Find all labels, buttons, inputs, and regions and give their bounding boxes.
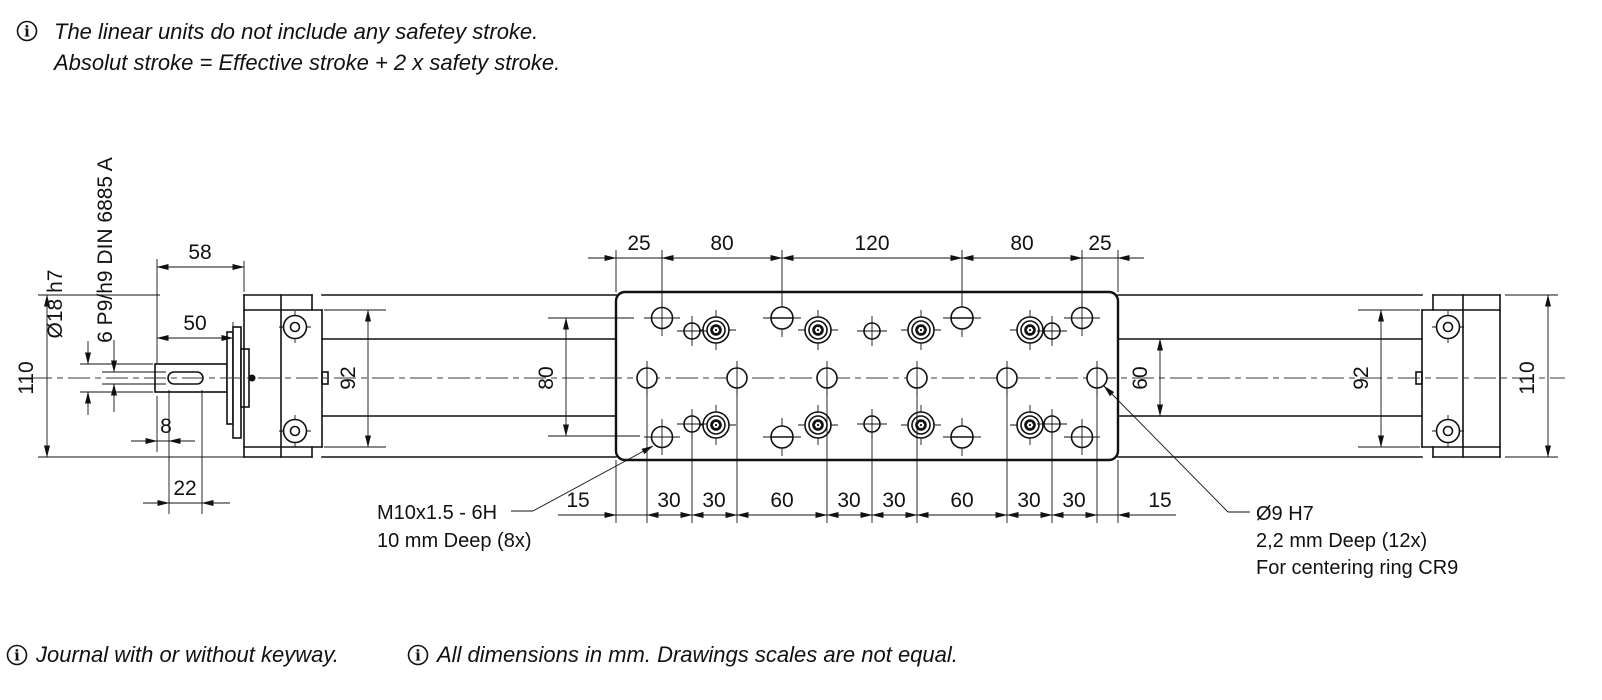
callout-centering: Ø9 H7 2,2 mm Deep (12x) For centering ri… bbox=[1103, 385, 1458, 579]
dim-bot-30-1: 30 bbox=[657, 489, 680, 512]
dim-shaft-diameter: Ø18 h7 bbox=[44, 270, 153, 415]
dim-bot-60-2: 60 bbox=[950, 489, 973, 512]
callout-thread-line2: 10 mm Deep (8x) bbox=[377, 530, 532, 552]
dim-top-80-right: 80 bbox=[1010, 232, 1033, 255]
dim-keyway-spec: 6 P9/h9 DIN 6885 A bbox=[94, 157, 117, 412]
right-end-block bbox=[1415, 294, 1501, 458]
end-screw bbox=[1431, 310, 1465, 344]
carriage-plate bbox=[614, 290, 1120, 462]
dim-80-rows: 80 bbox=[535, 317, 640, 437]
callout-centering-line2: 2,2 mm Deep (12x) bbox=[1256, 530, 1427, 552]
info-icon bbox=[6, 644, 28, 666]
info-icon-glyph: i bbox=[24, 23, 30, 41]
end-screw bbox=[1431, 414, 1465, 448]
dim-60-rails-label: 60 bbox=[1129, 366, 1152, 389]
dim-110-left-label: 110 bbox=[15, 361, 38, 394]
journal-shaft bbox=[102, 326, 250, 439]
dim-bot-30-3: 30 bbox=[837, 489, 860, 512]
dim-bot-30-2: 30 bbox=[702, 489, 725, 512]
dim-top-25-left: 25 bbox=[627, 232, 650, 255]
dim-92-right-label: 92 bbox=[1350, 366, 1373, 389]
dim-keyway-spec-label: 6 P9/h9 DIN 6885 A bbox=[94, 157, 117, 343]
dim-60-rails: 60 bbox=[1129, 338, 1163, 417]
info-icon-glyph: i bbox=[415, 647, 421, 665]
dim-58-label: 58 bbox=[188, 241, 211, 264]
dim-top-25-right: 25 bbox=[1088, 232, 1111, 255]
callout-thread-line1: M10x1.5 - 6H bbox=[377, 502, 497, 524]
dim-shaft-diameter-label: Ø18 h7 bbox=[44, 270, 67, 339]
end-screw bbox=[278, 414, 312, 448]
dim-chain-top: 25 80 120 80 25 bbox=[588, 232, 1144, 307]
dim-chain-bottom: 15 30 30 60 30 30 60 30 30 15 bbox=[558, 389, 1176, 523]
dim-8-label: 8 bbox=[160, 415, 172, 438]
dim-22-label: 22 bbox=[173, 477, 196, 500]
dim-bot-30-6: 30 bbox=[1062, 489, 1085, 512]
dim-top-120: 120 bbox=[854, 232, 889, 255]
dim-110-left: 110 bbox=[15, 294, 300, 458]
dim-58-50: 58 50 bbox=[156, 241, 245, 364]
dim-110-right-label: 110 bbox=[1516, 361, 1539, 394]
dim-92-left-label: 92 bbox=[337, 366, 360, 389]
top-note: i The linear units do not include any sa… bbox=[16, 19, 560, 75]
dim-80-rows-label: 80 bbox=[535, 366, 558, 389]
callout-thread: M10x1.5 - 6H 10 mm Deep (8x) bbox=[377, 445, 654, 552]
top-note-line2: Absolut stroke = Effective stroke + 2 x … bbox=[52, 50, 560, 75]
dim-bot-30-5: 30 bbox=[1017, 489, 1040, 512]
bottom-note-left: Journal with or without keyway. bbox=[35, 642, 339, 667]
dim-bot-15-left: 15 bbox=[566, 489, 589, 512]
callout-centering-line3: For centering ring CR9 bbox=[1256, 557, 1458, 579]
top-note-line1: The linear units do not include any safe… bbox=[54, 19, 538, 44]
dim-50-label: 50 bbox=[183, 312, 206, 335]
info-icon bbox=[16, 20, 38, 42]
info-icon bbox=[407, 644, 429, 666]
lube-port-dot bbox=[248, 374, 256, 382]
callout-centering-line1: Ø9 H7 bbox=[1256, 503, 1314, 525]
dim-110-right: 110 bbox=[1505, 294, 1558, 458]
dim-8-22: 8 22 bbox=[131, 390, 230, 514]
end-screw bbox=[278, 310, 312, 344]
dim-bot-30-4: 30 bbox=[882, 489, 905, 512]
bottom-notes: i Journal with or without keyway. i All … bbox=[6, 642, 958, 667]
dim-bot-15-right: 15 bbox=[1148, 489, 1171, 512]
dim-bot-60-1: 60 bbox=[770, 489, 793, 512]
info-icon-glyph: i bbox=[14, 647, 20, 665]
dim-92-left: 92 bbox=[324, 309, 386, 448]
dim-top-80-left: 80 bbox=[710, 232, 733, 255]
bottom-note-right: All dimensions in mm. Drawings scales ar… bbox=[435, 642, 958, 667]
dim-92-right: 92 bbox=[1350, 309, 1420, 448]
